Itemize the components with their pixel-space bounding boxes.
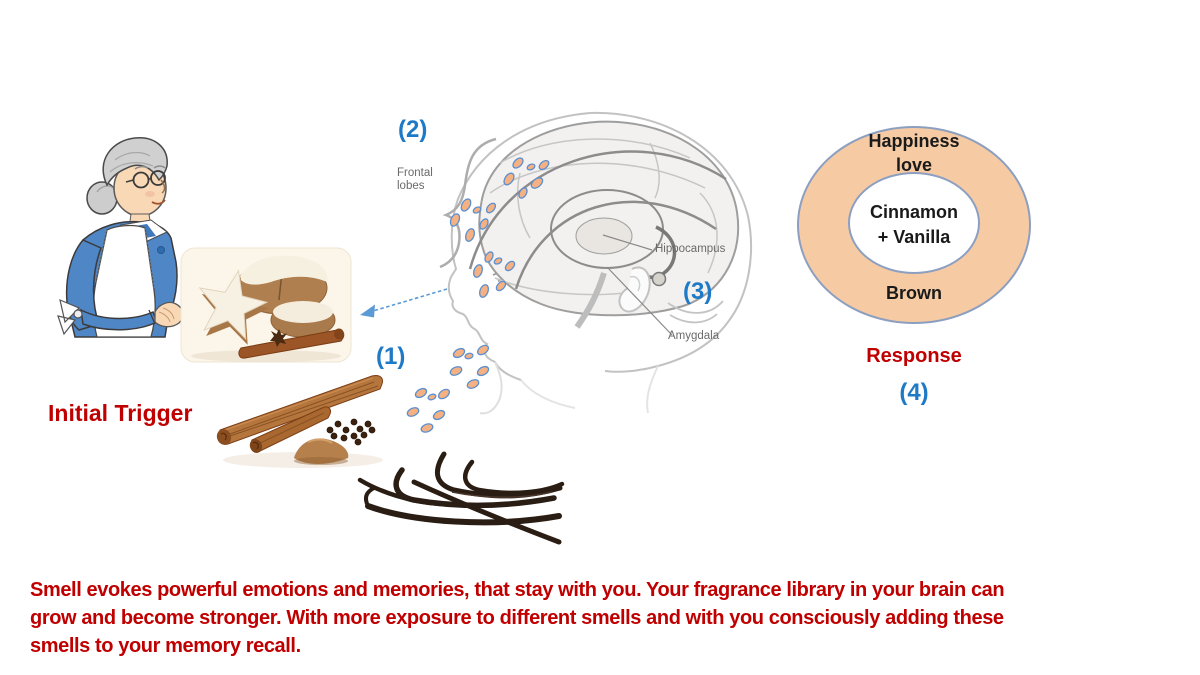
apron-bow [57,298,81,336]
caption-line-1: Smell evokes powerful emotions and memor… [30,579,1005,601]
response-label: Response [866,345,962,367]
hippocampus-label: Hippocampus [655,243,726,255]
step-3: (3) [683,278,713,305]
vanilla-beans-photo [357,451,565,545]
caption-paragraph: Smell evokes powerful emotions and memor… [30,576,1195,660]
nose [160,179,166,194]
amygdala-label: Amygdala [668,330,720,342]
dashed-arrow [360,288,448,318]
scent-particles [406,157,550,433]
cinnamon-stick-long [218,375,383,445]
mouth [151,199,166,205]
ring-top-line2: love [895,155,933,175]
ring-top-text: Happiness love [814,129,1014,177]
caption-line-3: smells to your memory recall. [30,635,301,657]
brain-diagram [406,111,753,433]
star-cookie [198,269,269,341]
cloves [326,418,376,446]
step-2: (2) [398,116,428,143]
grandmother-illustration [57,137,184,338]
step-1: (1) [376,343,406,370]
amygdala-structure [651,271,667,287]
donut-center-text: Cinnamon + Vanilla [814,200,1014,250]
ring-top-line1: Happiness [868,131,960,151]
response-donut-center [848,172,980,274]
glasses-right-lens [150,170,166,186]
arrowhead [360,304,375,318]
label-pointer-lines [602,234,673,336]
cinnamon-powder [294,438,349,464]
brainstem [574,272,607,329]
cortex-sweeps [468,150,727,290]
step-4: (4) [899,379,929,406]
center-line1: Cinnamon [870,202,958,222]
cookies-photo [180,247,352,363]
ear [618,266,651,313]
center-line2: + Vanilla [877,227,951,247]
dress-button [157,246,165,254]
frontal-lobes-brace [439,137,497,269]
cinnamon-sticks-photo [216,375,383,468]
initial-trigger-label: Initial Trigger [48,400,193,426]
star-anise [270,329,287,347]
caption-line-2: grow and become stronger. With more expo… [30,607,1004,629]
thalamus [575,217,633,255]
head-profile [447,111,753,415]
ring-bottom-text: Brown [886,283,942,303]
cerebellum [667,300,724,324]
frontal-lobes-label: Frontal lobes [397,167,433,192]
